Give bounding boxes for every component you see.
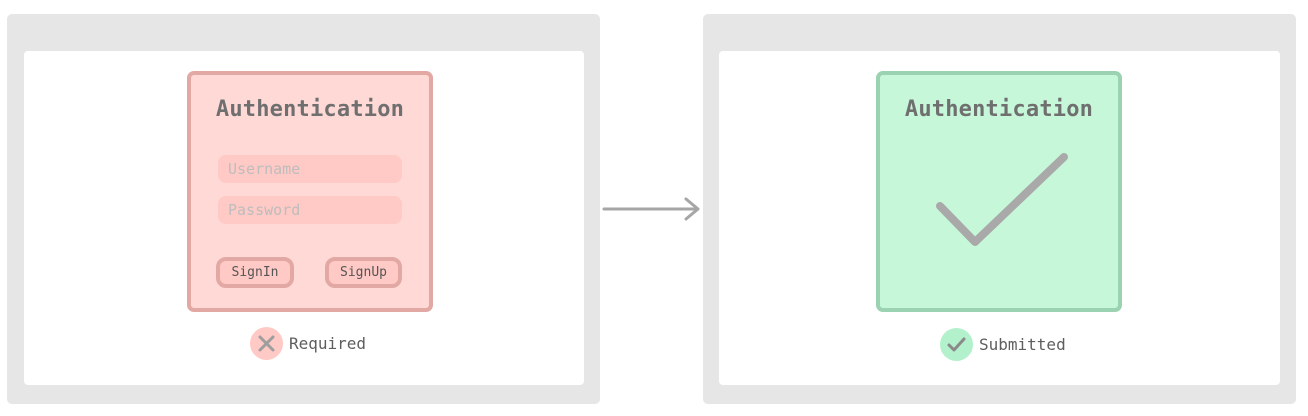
signup-button[interactable]: SignUp — [325, 257, 402, 288]
signin-button[interactable]: SignIn — [216, 257, 294, 288]
arrow-right-icon — [602, 197, 700, 221]
auth-card-before: Authentication Username Password SignIn … — [187, 71, 433, 312]
username-input[interactable]: Username — [218, 155, 402, 183]
password-input[interactable]: Password — [218, 196, 402, 224]
checkmark-icon — [936, 153, 1068, 246]
status-submitted: Submitted — [940, 328, 1066, 361]
status-label: Required — [289, 334, 367, 353]
auth-card-title: Authentication — [904, 97, 1094, 122]
check-icon — [940, 328, 973, 361]
status-required: Required — [250, 327, 366, 360]
auth-card-after: Authentication — [876, 71, 1122, 312]
auth-card-title: Authentication — [215, 97, 405, 122]
status-label: Submitted — [979, 335, 1066, 354]
close-icon — [250, 327, 283, 360]
